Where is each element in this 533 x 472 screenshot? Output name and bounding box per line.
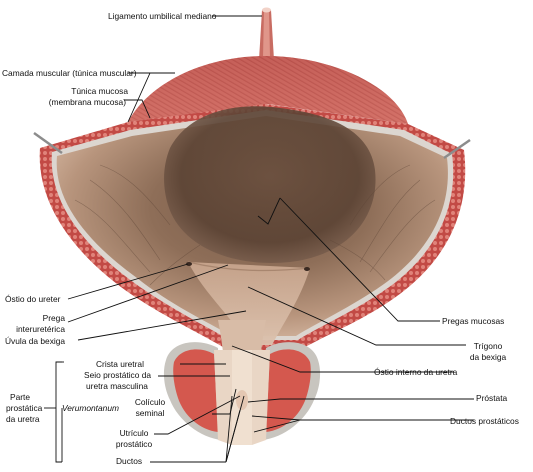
label-trigono: Trígono [473,341,503,351]
label-seio-prostatico: Seio prostático da [84,370,152,380]
leader-lines [44,15,474,463]
label-seminal: seminal [135,408,165,418]
label-da-uretra: da uretra [6,414,40,424]
label-verumontanum: Verumontanum [62,403,119,413]
label-ductos: Ductos [116,456,143,466]
label-da-bexiga: da bexiga [469,352,507,362]
label-utriculo: Utrículo [119,428,149,438]
label-prostatica: prostática [6,403,43,413]
label-prostatico: prostático [115,439,153,449]
label-crista-uretral: Crista uretral [96,359,144,369]
label-ostio-interno: Óstio interno da uretra [374,367,458,377]
label-ductos-prostaticos: Ductos prostáticos [450,416,519,426]
prostate [163,342,321,445]
ureter-orifice-right [304,267,310,271]
label-uvula: Úvula da bexiga [5,336,66,346]
label-interureterica: interuretérica [16,324,65,334]
label-tunica-mucosa: Túnica mucosa [71,86,128,96]
label-ligamento-umbilical: Ligamento umbilical mediano [108,11,217,21]
label-uretra-masculina: uretra masculina [86,381,148,391]
label-ostio-ureter: Óstio do ureter [5,294,61,304]
label-prostata: Próstata [476,393,508,403]
label-pregas-mucosas: Pregas mucosas [442,316,505,326]
median-umbilical-ligament [259,7,274,60]
label-coliculo: Colículo [134,397,166,407]
trigone [188,262,310,345]
label-prega: Prega [42,313,65,323]
mucosal-folds [74,164,436,286]
label-membrana-mucosa: (membrana mucosa) [48,97,126,107]
ureter-left [33,131,63,155]
label-camada-muscular: Camada muscular (túnica muscular) [2,68,137,78]
ureter-right [443,138,471,160]
posterior-wall [164,106,376,263]
ureter-orifice-left [186,262,192,266]
label-parte: Parte [10,392,31,402]
